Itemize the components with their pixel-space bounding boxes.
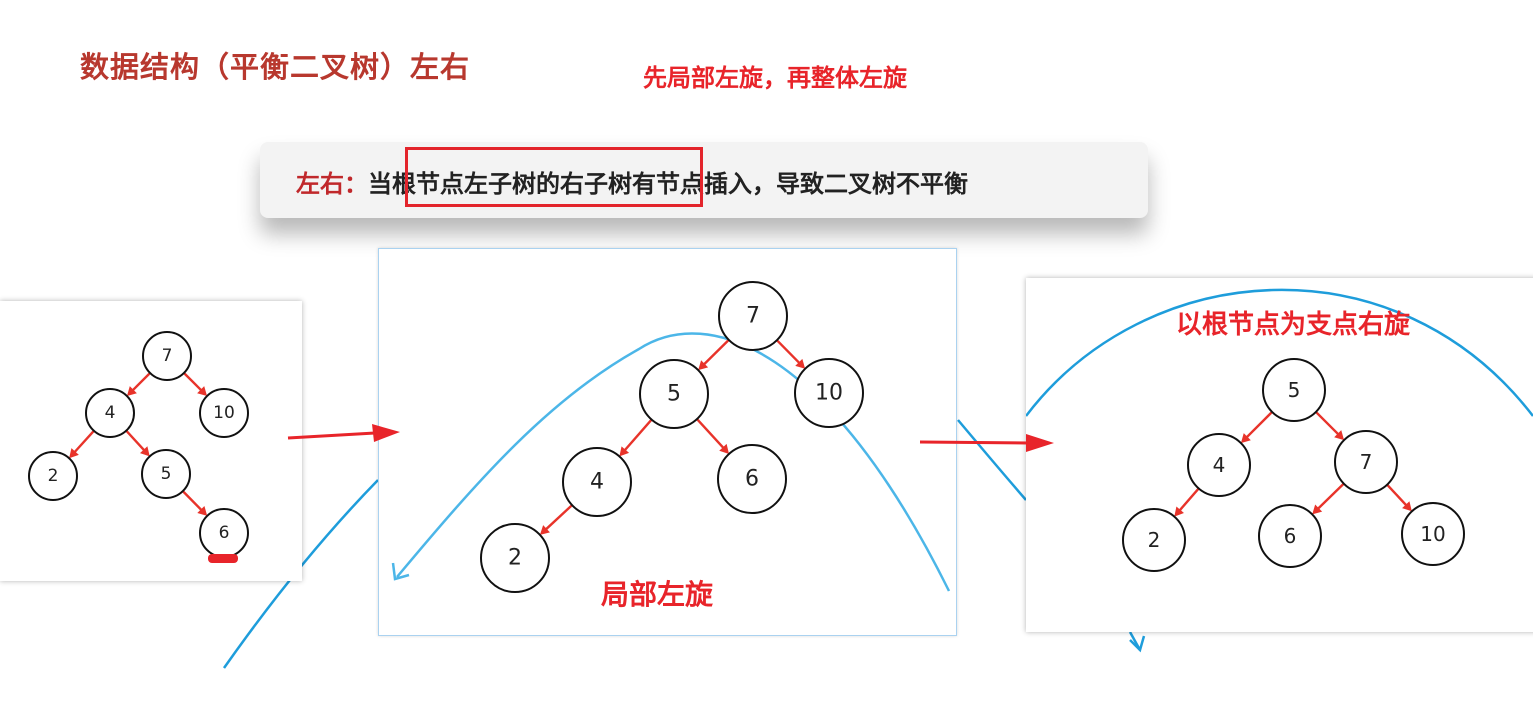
mid-tree-node-label: 5 — [667, 382, 681, 407]
definition-banner: 左右：当根节点左子树的右子树有节点插入，导致二叉树不平衡 — [260, 142, 1148, 218]
left-tree-node-2: 2 — [28, 451, 78, 501]
right-tree-node-7: 7 — [1334, 430, 1398, 494]
left-tree-node-label: 10 — [213, 403, 235, 423]
left-tree-node-6: 6 — [199, 508, 249, 558]
partial-rotation-tree: 7 5 10 4 6 2 — [480, 281, 864, 593]
mid-tree-edge-n4-n2 — [539, 504, 573, 535]
left-tree-node-label: 6 — [219, 523, 230, 543]
initial-tree: 7 4 10 2 5 6 — [28, 331, 249, 558]
partial-rotation-caption: 局部左旋 — [601, 578, 714, 611]
final-tree: 5 4 7 2 6 10 — [1122, 358, 1465, 572]
tree-panel-partial-rotation: 7 5 10 4 6 2 局部左旋 — [378, 248, 957, 636]
left-tree-node-5: 5 — [141, 449, 191, 499]
right-tree-edge-n7-n6 — [1312, 482, 1345, 515]
right-tree-edge-n5-n7 — [1315, 411, 1345, 441]
right-tree-node-label: 2 — [1148, 528, 1161, 552]
right-tree-node-2: 2 — [1122, 508, 1186, 572]
left-tree-edge-n7-n10 — [183, 372, 208, 397]
mid-tree-node-4: 4 — [562, 447, 632, 517]
right-tree-node-label: 6 — [1284, 524, 1297, 548]
banner-text: 左右：当根节点左子树的右子树有节点插入，导致二叉树不平衡 — [296, 164, 968, 199]
page-subtitle: 先局部左旋，再整体左旋 — [643, 64, 907, 92]
right-tree-node-10: 10 — [1401, 502, 1465, 566]
left-tree-edge-n7-n4 — [126, 372, 151, 397]
right-tree-node-6: 6 — [1258, 504, 1322, 568]
right-tree-node-label: 5 — [1288, 378, 1301, 402]
left-tree-edge-n4-n5 — [125, 429, 150, 457]
left-tree-node-7: 7 — [142, 331, 192, 381]
left-tree-edge-n5-n6 — [181, 490, 208, 516]
banner-label: 左右： — [296, 170, 368, 198]
right-tree-edge-n4-n2 — [1174, 487, 1200, 517]
left-tree-node-label: 5 — [161, 464, 172, 484]
right-tree-edge-n7-n10 — [1386, 483, 1412, 512]
mid-tree-node-label: 6 — [745, 467, 759, 492]
page-title: 数据结构（平衡二叉树）左右 — [80, 50, 471, 84]
mid-tree-node-label: 7 — [746, 304, 760, 329]
blue-curve-right — [957, 419, 1027, 501]
mid-tree-edge-n7-n5 — [698, 339, 730, 371]
tree-panel-final: 5 4 7 2 6 10 以根节点为支点右旋 — [1026, 278, 1533, 632]
mid-tree-node-label: 4 — [590, 470, 604, 495]
right-tree-edge-n5-n4 — [1240, 411, 1273, 444]
left-tree-node-label: 2 — [48, 466, 59, 486]
left-tree-node-label: 4 — [105, 403, 116, 423]
highlight-box — [405, 147, 703, 207]
left-tree-node-label: 7 — [162, 346, 173, 366]
mid-tree-node-label: 10 — [815, 381, 843, 406]
mid-tree-node-7: 7 — [718, 281, 788, 351]
mid-tree-edge-n5-n4 — [619, 418, 653, 457]
left-tree-edge-n4-n2 — [69, 429, 95, 459]
left-tree-node-10: 10 — [199, 388, 249, 438]
mid-tree-edge-n5-n6 — [696, 418, 730, 454]
mid-tree-node-2: 2 — [480, 523, 550, 593]
mid-tree-node-label: 2 — [508, 546, 522, 571]
blue-curve-tail — [1128, 631, 1142, 651]
mid-tree-node-5: 5 — [639, 359, 709, 429]
right-tree-node-4: 4 — [1187, 433, 1251, 497]
mid-tree-node-6: 6 — [717, 444, 787, 514]
right-tree-node-label: 4 — [1213, 453, 1226, 477]
mid-tree-edge-n7-n10 — [776, 339, 806, 369]
left-tree-node-4: 4 — [85, 388, 135, 438]
final-rotation-caption: 以根节点为支点右旋 — [1176, 310, 1411, 340]
right-tree-node-label: 7 — [1360, 450, 1373, 474]
blue-arrowhead-tail — [1129, 635, 1146, 653]
mid-tree-node-10: 10 — [794, 358, 864, 428]
right-tree-node-label: 10 — [1420, 522, 1445, 546]
right-tree-node-5: 5 — [1262, 358, 1326, 422]
banner-description: 当根节点左子树的右子树有节点插入，导致二叉树不平衡 — [368, 170, 968, 198]
tree-panel-initial: 7 4 10 2 5 6 — [0, 301, 302, 581]
